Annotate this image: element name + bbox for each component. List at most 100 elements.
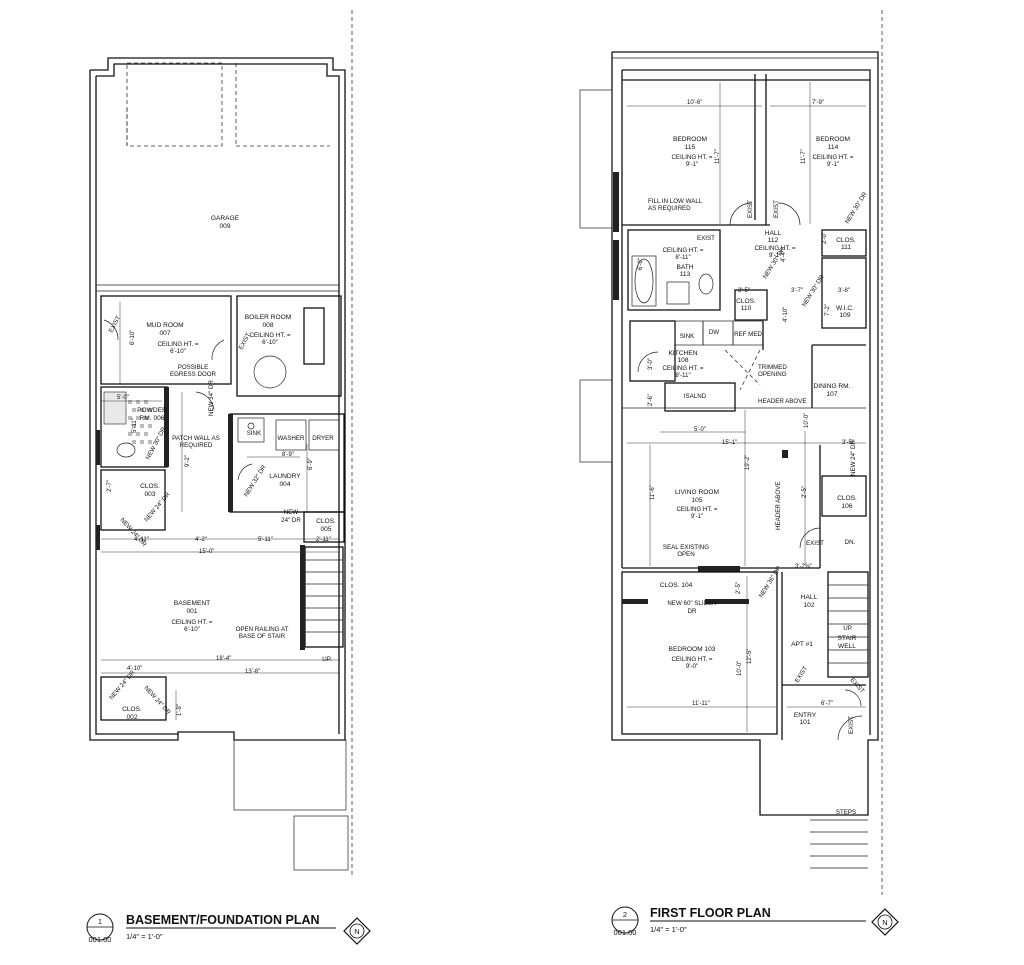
bedroom-115-name: BEDROOM [673,136,707,143]
closet-110-name: CLOS. [736,298,756,305]
dim-8-9: 8'-9" [282,452,294,458]
closet-111-name: CLOS. [836,237,856,244]
railing-note-2: BASE OF STAIR [239,633,286,640]
plan-scale: 1/4" = 1'-0" [126,932,163,941]
dim-6-7: 6'-7" [821,701,833,707]
dim-5-11b: 5'-11" [258,537,273,543]
stair-down-label: DN. [845,539,856,546]
first-floor-plan: BEDROOM 115 CEILING HT. = 9'-1" BEDROOM … [579,10,899,937]
closet-106-num: 106 [841,503,852,510]
new-34-door-label: NEW 34" DR [208,380,215,416]
boiler-room-ceiling: CEILING HT. = [249,332,290,339]
new-36-door-bedroom: NEW 36" DR [758,564,783,599]
basement-room-name: BASEMENT [174,600,210,607]
dim-15-1: 15'-1" [722,440,737,446]
refrigerator-label: REF MED [734,331,762,338]
hall-112-name: HALL [765,230,782,237]
slider-note-1: NEW 60" SLIDER [667,600,717,607]
garage-num: 009 [219,223,230,230]
stair-well-name-1: STAIR [838,635,857,642]
dim-6-10: 6'-10" [130,330,136,345]
dim-11-7a: 11'-7" [715,149,721,164]
closet-104-name: CLOS. 104 [660,582,693,589]
dim-18-4: 18'-4" [216,656,231,662]
hall-102-num: 102 [803,602,814,609]
basement-room-num: 001 [186,608,197,615]
dining-107-name: DINING RM. [814,383,851,390]
dim-3-7: 3'-7" [791,288,803,294]
washer-label: WASHER [278,435,305,442]
kitchen-108-ceiling-val: 8'-11" [675,372,690,379]
dim-3-0: 3'-0" [648,358,654,370]
hall-112-num: 112 [768,237,779,244]
dim-4-10: 4'-10" [127,666,142,672]
powder-room-num: RM. 006 [140,415,165,422]
trimmed-opening-1: TRIMMED [758,364,787,371]
kitchen-108-name: KITCHEN [669,350,698,357]
dim-10-0b: 10'-0" [737,661,743,676]
wic-109-name: W.I.C. [836,305,854,312]
slider-note-2: DR [688,608,697,615]
exist-label-living: EXIST [806,540,824,547]
kitchen-sink-label: SINK [680,333,695,340]
header-above-label: HEADER ABOVE [758,398,806,405]
mud-room-name: MUD ROOM [146,322,183,329]
exist-door-entry: EXIST [848,716,855,734]
boiler-room-num: 008 [262,322,273,329]
laundry-name: LAUNDRY [269,473,301,480]
plan-scale-2: 1/4" = 1'-0" [650,925,687,934]
dim-2-7: 2'-7" [107,480,113,492]
bedroom-103-name: BEDROOM 103 [669,646,716,653]
dim-6-9: 6'-9" [308,458,314,470]
north-arrow-icon: N [343,917,371,945]
header-above-vertical: HEADER ABOVE [775,482,782,530]
exist-door-bed115: EXIST [747,200,754,218]
north-arrow-icon-2: N [871,908,899,936]
closet-003-name: CLOS. [140,483,160,490]
detail-number-2: 2 [623,910,627,919]
fill-wall-note-1: FILL IN LOW WALL [648,198,703,205]
bedroom-115-ceiling-val: 9'-1" [686,161,698,168]
sheet-number-2: 001.00 [614,928,637,937]
dim-11-7b: 11'-7" [801,149,807,164]
new-24-door-label-c: NEW 24" DR [108,669,137,701]
island-label: ISALND [684,393,707,400]
railing-note-1: OPEN RAILING AT [236,626,289,633]
plan-title-2: FIRST FLOOR PLAN [650,906,771,920]
boiler-room-ceiling-val: 6'-10" [262,339,278,346]
dim-6-0: 6'-0" [638,258,644,270]
dim-5-11: 5'-11" [132,418,138,433]
dim-2-0: 2'-0" [822,232,828,244]
north-label-2: N [882,918,887,927]
bedroom-114-ceiling-val: 9'-1" [827,161,839,168]
laundry-num: 004 [279,481,290,488]
bath-113-name: BATH [676,264,693,271]
dim-12-5: 12'-5" [747,649,753,664]
closet-111-num: 111 [841,244,851,251]
bedroom-103-ceiling: CEILING HT. = [671,656,712,663]
apt-1-label: APT #1 [791,641,813,648]
trimmed-opening-2: OPENING [758,371,787,378]
closet-110-num: 110 [741,305,752,312]
bath-113-ceiling: CEILING HT. = [662,247,703,254]
basement-ceiling-val: 6'-10" [184,626,200,633]
fill-wall-note-2: AS REQUIRED [648,205,691,212]
plan-title: BASEMENT/FOUNDATION PLAN [126,913,320,927]
living-105-ceiling-val: 9'-1" [691,513,703,520]
kitchen-108-num: 108 [677,357,688,364]
new-32-door-label: NEW 32" DR [243,463,268,498]
dim-15-0: 15'-0" [199,549,214,555]
basement-plan: GARAGE 009 MUD ROOM 007 CEILING HT. = 6'… [86,10,371,945]
mud-room-ceiling: CEILING HT. = [157,341,198,348]
closet-002-name: CLOS. [122,706,142,713]
kitchen-108-ceiling: CEILING HT. = [662,365,703,372]
new-label: NEW [284,509,299,516]
egress-note-1: POSSIBLE [178,364,209,371]
dim-11-6: 11'-6" [650,485,656,500]
dim-2-11: 2'-11" [316,537,331,543]
new-24-door-label-d: NEW 24" DR [143,685,173,717]
exist-door-bed114: EXIST [773,200,780,218]
living-105-name: LIVING ROOM [675,489,719,496]
dim-4-10: 4'-10" [783,307,789,322]
